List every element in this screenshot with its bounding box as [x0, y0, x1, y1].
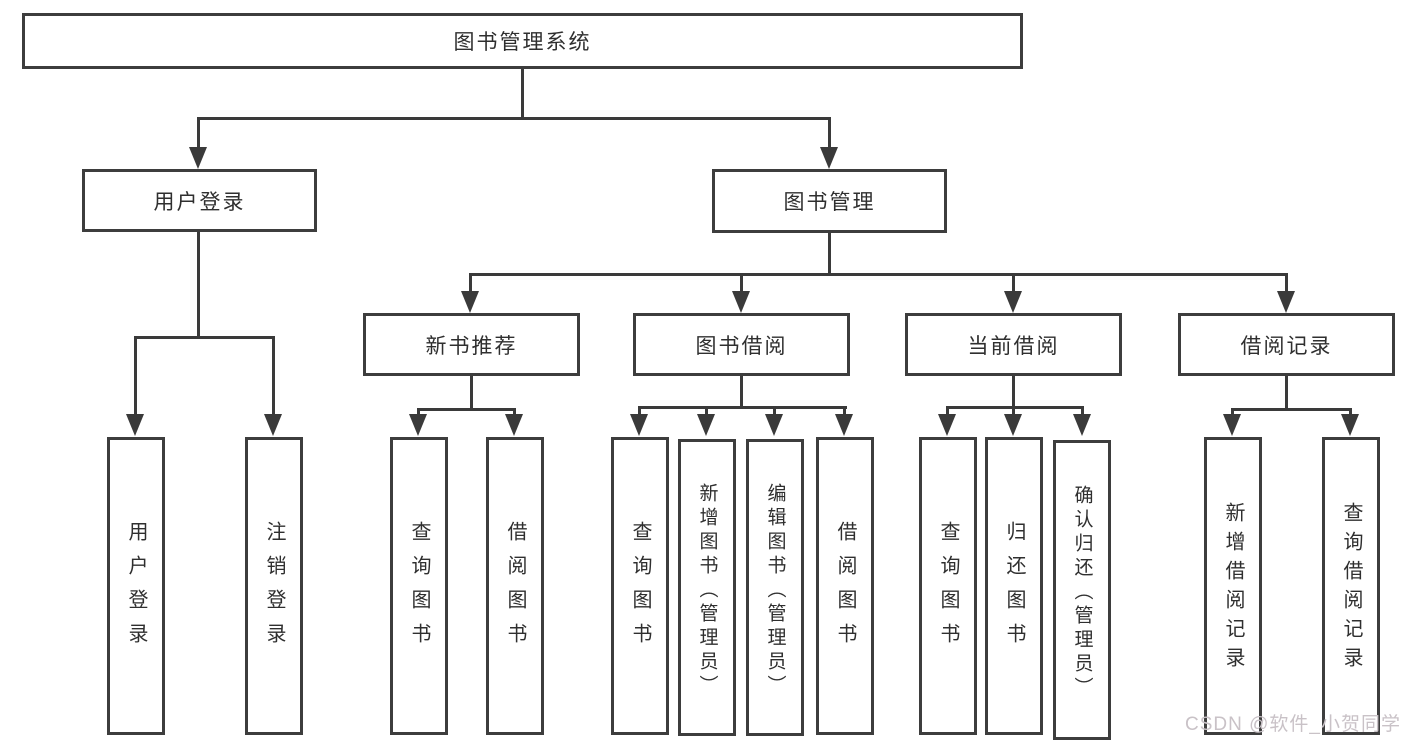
leaf-bb-add-books-admin-label: 新增图书（管理员）	[696, 482, 718, 699]
node-borrow-records-label: 借阅记录	[1240, 334, 1333, 358]
arrow-to-cb-query	[938, 414, 956, 436]
edge-cb-return-stem	[1012, 406, 1015, 418]
edge-level3-rail	[469, 273, 1288, 276]
arrow-to-current-borrow	[1004, 291, 1022, 313]
leaf-cb-return-books-label: 归还图书	[1003, 521, 1025, 657]
edge-new-book-stem	[469, 273, 472, 293]
leaf-cb-confirm-return-admin-label: 确认归还（管理员）	[1071, 485, 1093, 701]
edge-book-borrow-stem	[740, 273, 743, 293]
edge-nb-query-stem	[417, 408, 420, 418]
edge-br-add-stem	[1231, 408, 1234, 418]
node-root-library-system: 图书管理系统	[22, 13, 1023, 69]
node-current-borrow: 当前借阅	[905, 313, 1122, 376]
node-book-mgmt-label: 图书管理	[783, 191, 876, 214]
arrow-to-book-borrow	[732, 291, 750, 313]
edge-borrow-records-down	[1285, 376, 1288, 408]
leaf-nb-query-books: 查询图书	[390, 437, 448, 735]
leaf-logout-login-label: 注销登录	[263, 521, 285, 657]
edge-book-borrow-rail	[638, 406, 847, 409]
arrow-to-leaf-logout	[264, 414, 282, 436]
arrow-to-nb-borrow	[505, 414, 523, 436]
edge-user-login-down	[197, 232, 200, 336]
leaf-bb-borrow-books-label: 借阅图书	[834, 521, 856, 657]
edge-bb-edit-stem	[773, 406, 776, 418]
edge-root-stub	[521, 69, 524, 117]
arrow-to-nb-query	[409, 414, 427, 436]
leaf-logout-login: 注销登录	[245, 437, 303, 735]
edge-cb-confirm-stem	[1081, 406, 1084, 418]
arrow-to-cb-return	[1004, 414, 1022, 436]
leaf-bb-query-books-label: 查询图书	[629, 521, 651, 657]
edge-borrow-records-rail	[1231, 408, 1352, 411]
arrow-to-br-add	[1223, 414, 1241, 436]
leaf-bb-add-books-admin: 新增图书（管理员）	[678, 439, 736, 736]
node-user-login: 用户登录	[82, 169, 317, 232]
leaf-cb-confirm-return-admin: 确认归还（管理员）	[1053, 440, 1111, 740]
leaf-nb-query-books-label: 查询图书	[408, 521, 430, 657]
edge-book-mgmt-stem	[828, 117, 831, 148]
edge-book-mgmt-down	[828, 233, 831, 273]
edge-borrow-records-stem	[1285, 273, 1288, 293]
arrow-to-bb-edit	[765, 414, 783, 436]
edge-bb-query-stem	[638, 406, 641, 418]
arrow-to-br-query	[1341, 414, 1359, 436]
arrow-to-bb-borrow	[835, 414, 853, 436]
edge-user-login-stem	[197, 117, 200, 148]
leaf-bb-query-books: 查询图书	[611, 437, 669, 735]
edge-br-query-stem	[1349, 408, 1352, 418]
edge-leaf-login-stem	[134, 336, 137, 416]
node-new-book-rec-label: 新书推荐	[425, 334, 518, 358]
leaf-nb-borrow-books-label: 借阅图书	[504, 521, 526, 657]
leaf-cb-return-books: 归还图书	[985, 437, 1043, 735]
leaf-cb-query-books-label: 查询图书	[937, 521, 959, 657]
leaf-br-add-record-label: 新增借阅记录	[1222, 502, 1244, 676]
edge-current-borrow-stem	[1012, 273, 1015, 293]
arrow-to-bb-query	[630, 414, 648, 436]
arrow-to-user-login	[189, 147, 207, 169]
csdn-watermark: CSDN @软件_小贺同学	[1185, 714, 1401, 735]
leaf-user-login-label: 用户登录	[125, 521, 147, 657]
leaf-bb-borrow-books: 借阅图书	[816, 437, 874, 735]
edge-book-borrow-down	[740, 376, 743, 406]
leaf-nb-borrow-books: 借阅图书	[486, 437, 544, 735]
arrow-to-borrow-records	[1277, 291, 1295, 313]
edge-user-login-rail	[135, 336, 275, 339]
arrow-to-cb-confirm	[1073, 414, 1091, 436]
edge-new-book-rail	[417, 408, 516, 411]
node-new-book-rec: 新书推荐	[363, 313, 580, 376]
arrow-to-new-book-rec	[461, 291, 479, 313]
node-book-mgmt: 图书管理	[712, 169, 947, 233]
arrow-to-book-mgmt	[820, 147, 838, 169]
edge-nb-borrow-stem	[513, 408, 516, 418]
node-current-borrow-label: 当前借阅	[967, 334, 1060, 358]
leaf-br-query-record: 查询借阅记录	[1322, 437, 1380, 735]
leaf-br-add-record: 新增借阅记录	[1204, 437, 1262, 735]
arrow-to-bb-add	[697, 414, 715, 436]
node-borrow-records: 借阅记录	[1178, 313, 1395, 376]
edge-current-borrow-down	[1012, 376, 1015, 406]
edge-level2-rail	[198, 117, 831, 120]
leaf-br-query-record-label: 查询借阅记录	[1340, 502, 1362, 676]
node-root-label: 图书管理系统	[453, 31, 592, 54]
leaf-bb-edit-books-admin-label: 编辑图书（管理员）	[764, 482, 786, 699]
node-book-borrow: 图书借阅	[633, 313, 850, 376]
edge-current-borrow-rail	[946, 406, 1084, 409]
edge-bb-borrow-stem	[843, 406, 846, 418]
edge-cb-query-stem	[946, 406, 949, 418]
arrow-to-leaf-login	[126, 414, 144, 436]
leaf-bb-edit-books-admin: 编辑图书（管理员）	[746, 439, 804, 736]
leaf-cb-query-books: 查询图书	[919, 437, 977, 735]
node-user-login-label: 用户登录	[153, 190, 246, 214]
edge-bb-add-stem	[705, 406, 708, 418]
leaf-user-login: 用户登录	[107, 437, 165, 735]
node-book-borrow-label: 图书借阅	[695, 334, 788, 358]
edge-new-book-down	[470, 376, 473, 408]
edge-leaf-logout-stem	[272, 336, 275, 416]
